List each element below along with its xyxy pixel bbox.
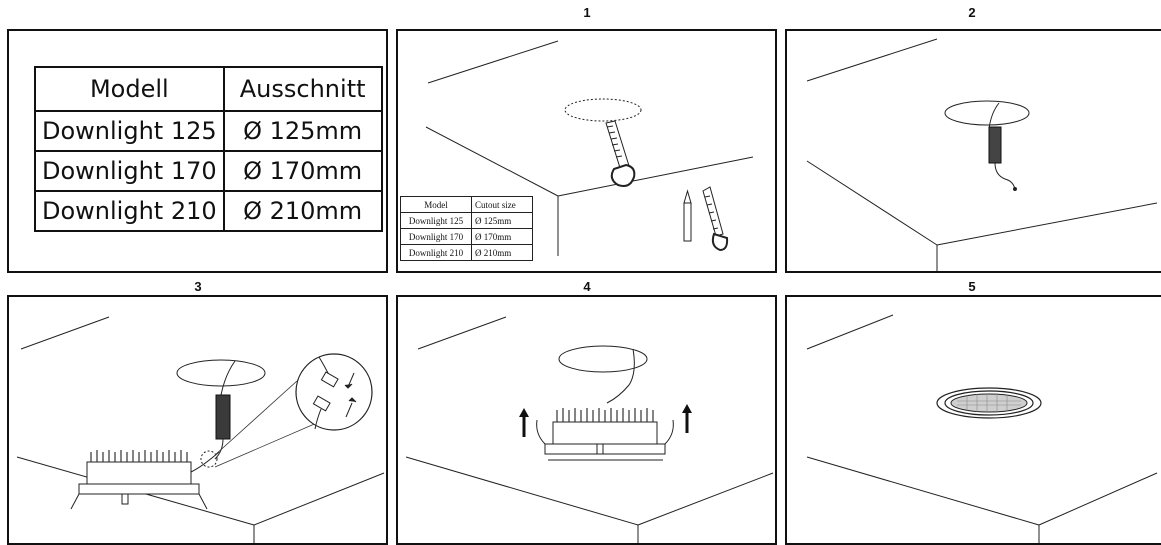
- step-3-illustration: [9, 297, 388, 545]
- step-2-illustration: [787, 31, 1161, 273]
- cutout-cell: Ø 210mm: [472, 245, 533, 261]
- step-number-1: 1: [567, 5, 607, 20]
- cutout-size-table: Modell Ausschnitt Downlight 125 Ø 125mm …: [34, 66, 383, 232]
- model-cell: Downlight 125: [35, 111, 224, 151]
- column-header-cutout-size: Cutout size: [472, 197, 533, 213]
- table-header-row: Model Cutout size: [401, 197, 533, 213]
- small-cutout-table: Model Cutout size Downlight 125 Ø 125mm …: [400, 196, 533, 261]
- cutout-circle: [565, 99, 641, 121]
- step-5-panel: [785, 295, 1161, 545]
- cutout-cell: Ø 170mm: [472, 229, 533, 245]
- step-5-illustration: [787, 297, 1161, 545]
- step-3-panel: [7, 295, 388, 545]
- step-4-illustration: [398, 297, 777, 545]
- saw-icon: [606, 121, 634, 186]
- step-number-5: 5: [952, 279, 992, 294]
- spring-clip-right-icon: [665, 404, 692, 444]
- model-cell: Downlight 210: [401, 245, 472, 261]
- table-row: Downlight 170 Ø 170mm: [35, 151, 382, 191]
- led-driver-icon: [989, 127, 1001, 163]
- cutout-table-panel: Modell Ausschnitt Downlight 125 Ø 125mm …: [7, 29, 388, 273]
- step-number-4: 4: [567, 279, 607, 294]
- connector-magnifier-icon: [296, 354, 372, 430]
- step-number-3: 3: [178, 279, 218, 294]
- column-header-cutout: Ausschnitt: [224, 67, 382, 111]
- cutout-cell: Ø 125mm: [224, 111, 382, 151]
- spring-clip-left-icon: [519, 408, 545, 444]
- column-header-model: Model: [401, 197, 472, 213]
- connector-cable: [995, 163, 1015, 189]
- step-number-2: 2: [952, 5, 992, 20]
- table-row: Downlight 210 Ø 210mm: [35, 191, 382, 231]
- model-cell: Downlight 210: [35, 191, 224, 231]
- table-header-row: Modell Ausschnitt: [35, 67, 382, 111]
- column-header-model: Modell: [35, 67, 224, 111]
- hand-saw-icon: [703, 187, 727, 250]
- downlight-heatsink-icon: [71, 450, 207, 509]
- cutout-cell: Ø 170mm: [224, 151, 382, 191]
- cutout-cell: Ø 210mm: [224, 191, 382, 231]
- led-driver-icon: [216, 395, 230, 439]
- installed-downlight-icon: [937, 388, 1041, 418]
- table-row: Downlight 210 Ø 210mm: [401, 245, 533, 261]
- pencil-icon: [684, 191, 691, 241]
- model-cell: Downlight 170: [35, 151, 224, 191]
- table-row: Downlight 125 Ø 125mm: [401, 213, 533, 229]
- cutout-cell: Ø 125mm: [472, 213, 533, 229]
- cutout-circle: [945, 101, 1029, 125]
- model-cell: Downlight 170: [401, 229, 472, 245]
- cutout-circle: [177, 360, 265, 386]
- step-1-panel: Model Cutout size Downlight 125 Ø 125mm …: [396, 29, 777, 273]
- table-row: Downlight 170 Ø 170mm: [401, 229, 533, 245]
- table-row: Downlight 125 Ø 125mm: [35, 111, 382, 151]
- model-cell: Downlight 125: [401, 213, 472, 229]
- step-4-panel: [396, 295, 777, 545]
- step-2-panel: [785, 29, 1161, 273]
- downlight-heatsink-icon: [545, 408, 665, 460]
